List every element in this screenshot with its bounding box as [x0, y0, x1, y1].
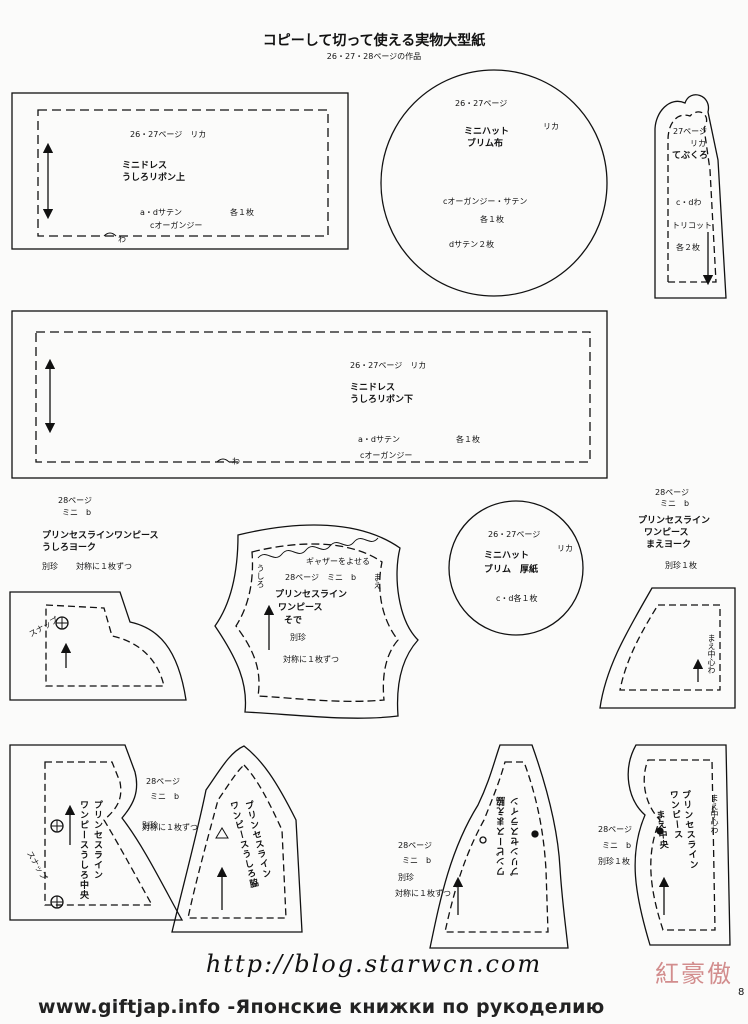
notch-circle-icon: [479, 836, 487, 844]
hat-brim-fabric2: dサテン２枚: [449, 240, 495, 249]
front-yoke-size: ミニ b: [660, 499, 690, 508]
back-yoke-page: 28ページ: [58, 496, 93, 505]
glove-fabric1: c・dわ: [676, 198, 702, 207]
back-center-page: 28ページ: [146, 777, 181, 786]
front-side-fabric: 別珍: [398, 873, 414, 882]
page-number: 8: [738, 987, 745, 998]
back-center-name1: プリンセスライン: [92, 800, 102, 880]
front-yoke-fabric: 別珍１枚: [665, 561, 697, 570]
sleeve-page: 28ページ ミニ b: [285, 573, 357, 582]
back-yoke-count: 対称に１枚ずつ: [76, 562, 132, 571]
front-side-piece: [429, 744, 569, 949]
ribbon-bottom-name1: ミニドレス: [350, 383, 396, 393]
sleeve-piece: [214, 524, 419, 719]
hat-board-piece: [448, 500, 584, 636]
hat-brim-name2: ブリム布: [467, 139, 504, 149]
notch-dot-icon: [656, 827, 664, 835]
hat-board-name2: ブリム 厚紙: [484, 565, 539, 575]
ribbon-bottom-count: 各１枚: [456, 435, 480, 444]
sleeve-fabric: 別珍: [290, 633, 306, 642]
back-yoke-size: ミニ b: [62, 508, 92, 517]
sleeve-front: まえ: [373, 573, 382, 589]
ribbon-bottom-fabric1: a・dサテン: [358, 435, 400, 444]
ribbon-top-count: 各１枚: [230, 208, 254, 217]
back-center-name2: ワンピースうしろ中央: [78, 800, 88, 900]
hat-board-doll: リカ: [557, 544, 573, 553]
sleeve-name1: プリンセスライン: [275, 590, 348, 600]
glove-page: 27ページ: [673, 127, 708, 136]
ribbon-top-fabric2: cオーガンジー: [150, 221, 203, 230]
back-center-size: ミニ b: [150, 792, 180, 801]
hat-brim-piece: [380, 69, 608, 297]
ribbon-bottom-fold: わ: [232, 457, 240, 466]
hat-brim-name1: ミニハット: [464, 127, 510, 137]
back-yoke-piece: [9, 591, 187, 701]
front-center-page: 28ページ: [598, 825, 633, 834]
front-center-size: ミニ b: [602, 841, 632, 850]
front-side-name2: ワンピースまえ脇: [497, 796, 507, 876]
front-yoke-page: 28ページ: [655, 488, 690, 497]
page-title: コピーして切って使える実物大型紙: [262, 33, 486, 49]
front-center-center: まえ中心わ: [710, 794, 719, 834]
back-side-piece: [171, 745, 303, 933]
back-yoke-name2: うしろヨーク: [42, 543, 97, 553]
hat-brim-doll: リカ: [543, 122, 559, 131]
sleeve-gather: ギャザーをよせる: [306, 557, 370, 566]
sleeve-count: 対称に１枚ずつ: [283, 655, 339, 664]
ribbon-bottom-piece: [11, 310, 608, 479]
front-yoke-piece: [599, 587, 736, 709]
glove-name: てぶくろ: [672, 151, 709, 161]
sleeve-back: うしろ: [256, 564, 265, 588]
glove-count: 各２枚: [676, 243, 700, 252]
ribbon-bottom-fabric2: cオーガンジー: [360, 451, 413, 460]
glove-fabric2: トリコット: [672, 221, 712, 230]
back-center-count: 対称に１枚ずつ: [142, 823, 198, 832]
back-center-piece: [9, 744, 184, 921]
ribbon-bottom-page: 26・27ページ リカ: [350, 361, 427, 370]
hat-brim-count1: 各１枚: [480, 215, 504, 224]
front-side-page: 28ページ: [398, 841, 433, 850]
front-center-piece: [627, 744, 731, 946]
glove-doll: リカ: [690, 139, 706, 148]
site-watermark: www.giftjap.info -Японские книжки по рук…: [38, 996, 605, 1018]
ribbon-top-name2: うしろリボン上: [122, 173, 186, 183]
front-yoke-name2: ワンピース: [644, 528, 689, 538]
ribbon-top-fabric1: a・dサテン: [140, 208, 182, 217]
front-yoke-center: まえ中心わ: [707, 634, 716, 674]
front-yoke-name3: まえヨーク: [646, 540, 692, 550]
blog-watermark: http://blog.starwcn.com: [205, 950, 543, 978]
ribbon-bottom-name2: うしろリボン下: [350, 395, 414, 405]
back-yoke-fabric: 別珍: [42, 562, 58, 571]
hat-board-count: c・d各１枚: [496, 594, 538, 603]
glove-piece: [654, 94, 727, 299]
ribbon-top-page: 26・27ページ リカ: [130, 130, 207, 139]
front-side-count: 対称に１枚ずつ: [395, 889, 451, 898]
notch-dot-icon: [531, 830, 539, 838]
stamp-watermark: 紅豪傲: [655, 960, 733, 988]
hat-brim-fabric1: cオーガンジー・サテン: [443, 197, 528, 206]
front-side-size: ミニ b: [402, 856, 432, 865]
ribbon-top-fold: わ: [118, 235, 126, 244]
page-subtitle: 26・27・28ページの作品: [326, 52, 422, 61]
front-yoke-name1: プリンセスライン: [638, 516, 711, 526]
front-side-name1: プリンセスライン: [511, 796, 521, 876]
ribbon-top-piece: [11, 92, 349, 250]
back-yoke-name1: プリンセスラインワンピース: [42, 531, 159, 541]
hat-brim-page: 26・27ページ: [455, 99, 508, 108]
hat-board-name1: ミニハット: [484, 551, 530, 561]
back-center-fabric: 別珍: [142, 821, 158, 830]
ribbon-top-name1: ミニドレス: [122, 161, 168, 171]
sleeve-name2: ワンピース: [278, 603, 323, 613]
hat-board-page: 26・27ページ: [488, 530, 541, 539]
sleeve-name3: そで: [284, 616, 303, 626]
front-center-fabric: 別珍１枚: [598, 857, 630, 866]
